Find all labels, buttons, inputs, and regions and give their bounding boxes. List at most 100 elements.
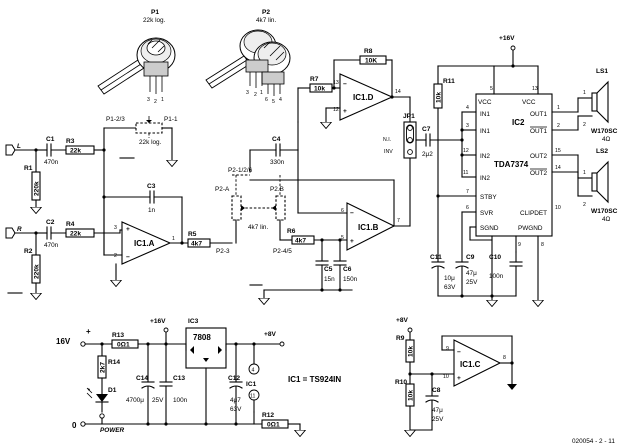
r3-ref: R3 <box>66 138 75 145</box>
opamp-ic1b: IC1.B − + 6 5 7 <box>341 202 400 251</box>
c8-voltage: 25V <box>432 416 444 423</box>
p2-pin-2: 2 <box>254 92 257 98</box>
ic1-power-pins: 4 IC1 11 <box>246 363 260 401</box>
capacitor-c14: C14 4700μ 25V <box>126 375 164 404</box>
p1-balance-section: P1-2/3 P1-1 22k log. <box>103 116 178 167</box>
capacitor-c13: C13 100n <box>159 375 188 404</box>
ic2-pin-out2a-name: OUT2 <box>530 153 547 160</box>
r1-ref: R1 <box>24 165 33 172</box>
jp1-ref: JP1 <box>403 113 415 120</box>
ls2-pin-1: 1 <box>583 170 586 176</box>
ic1d-ref: IC1.D <box>353 93 374 102</box>
r2-ref: R2 <box>24 248 33 255</box>
c9-voltage: 25V <box>466 279 478 286</box>
r5-ref: R5 <box>188 231 197 238</box>
r10-value: 10k <box>408 390 415 401</box>
r4-ref: R4 <box>66 221 75 228</box>
c7-ref: C7 <box>422 126 431 133</box>
r6-ref: R6 <box>287 228 296 235</box>
resistor-r11: 10k R11 <box>433 78 455 109</box>
ic2-pin-stby-name: STBY <box>480 194 497 201</box>
c12-ref: C12 <box>228 375 240 382</box>
p2-pin-4: 4 <box>279 97 282 103</box>
potentiometer-p1: P1 22k log. 3 2 1 <box>97 9 176 105</box>
resistor-r9: 10k R9 <box>396 335 415 363</box>
ic1-note: IC1 = TS924IN <box>288 375 341 384</box>
capacitor-c12: C12 4μ7 63V <box>228 375 243 413</box>
capacitor-c1: C1 470n <box>44 136 59 166</box>
c13-ref: C13 <box>173 375 185 382</box>
resistor-r2: 220k R2 <box>24 248 41 284</box>
svg-text:−: − <box>457 349 461 356</box>
ic2-pin-in2b-name: IN2 <box>480 175 490 182</box>
c1-value: 470n <box>44 159 59 166</box>
p1-section-a: P1-2/3 <box>106 116 125 123</box>
input-right-connector: R <box>5 226 37 239</box>
svg-text:+: + <box>350 238 354 245</box>
c6-value: 150n <box>343 276 358 283</box>
ls1-impedance: 4Ω <box>602 136 611 143</box>
c10-value: 100n <box>489 273 504 280</box>
capacitor-c4: C4 330n <box>270 136 285 166</box>
p2-section-b: P2-A <box>215 186 230 193</box>
p1-inline-value: 22k log. <box>139 139 162 146</box>
capacitor-c6: C6 150n <box>333 260 358 283</box>
ic1c-pin-minus: 9 <box>446 346 449 352</box>
ic2-pin-in2a-name: IN2 <box>480 153 490 160</box>
potentiometer-p2: P2 4k7 lin. 3 2 1 6 5 4 <box>205 9 291 105</box>
p2-pin-5: 5 <box>272 99 275 105</box>
ic2-pin-svr-name: SVR <box>480 210 494 217</box>
jp1-pos-a: N.I. <box>383 137 391 143</box>
ls2-impedance: 4Ω <box>602 216 611 223</box>
svg-text:+: + <box>343 108 347 115</box>
ic2-pin-stby-num: 7 <box>466 189 469 195</box>
ic1c-pin-plus: 10 <box>443 374 449 380</box>
ic1b-pin-minus: 6 <box>341 208 344 214</box>
c9-value: 47μ <box>466 270 477 277</box>
ic2-pin-clipdet-name: CLIPDET <box>520 210 547 217</box>
c9-ref: C9 <box>466 254 475 261</box>
capacitor-c8: C8 47μ 25V <box>425 387 444 423</box>
r11-value: 10k <box>436 92 443 103</box>
capacitor-c2: C2 470n <box>44 219 59 249</box>
supply-plus-label: + <box>86 327 91 336</box>
r3-value: 22k <box>70 148 81 155</box>
ic2-pin-out1a-name: OUT1 <box>530 111 547 118</box>
capacitor-c7: C7 2μ2 <box>422 126 433 158</box>
r2-value: 220k <box>34 264 41 279</box>
p2-section-c: P2.B <box>270 186 284 193</box>
r9-value: 10k <box>408 346 415 357</box>
p2-pin-6: 6 <box>265 97 268 103</box>
ic1c-supply-rail: +8V <box>396 317 409 324</box>
p2-inline-value: 4k7 lin. <box>248 224 268 231</box>
r6-value: 4k7 <box>295 238 306 245</box>
svg-text:+: + <box>126 226 130 233</box>
capacitor-c5: C5 15n <box>315 260 335 283</box>
capacitor-c9: C9 47μ 25V <box>455 254 478 286</box>
led-d1: D1 POWER <box>86 387 125 434</box>
ic1d-pin-plus: 12 <box>333 107 339 113</box>
c1-ref: C1 <box>46 136 55 143</box>
svg-text:−: − <box>126 254 130 261</box>
ic1d-pin-out: 14 <box>395 89 401 95</box>
r14-value: 2k7 <box>100 362 107 373</box>
ic2-pin-in1a-num: 4 <box>466 105 469 111</box>
ic2-tda7374: IC2 TDA7374 VCC VCC 5 13 IN1 IN1 IN2 IN2… <box>463 86 561 248</box>
c7-value: 2μ2 <box>422 151 433 158</box>
ic2-pin-out2b-name: OUT2 <box>530 170 547 177</box>
ic2-pin-in2b-num: 11 <box>463 170 468 176</box>
p2-pin-1: 1 <box>260 90 263 96</box>
r10-ref: R10 <box>395 379 407 386</box>
c4-ref: C4 <box>272 136 281 143</box>
c11-voltage: 63V <box>444 284 456 291</box>
svg-text:−: − <box>343 81 347 88</box>
ic2-pin-svr-num: 6 <box>466 205 469 211</box>
ic2-supply-rail: +16V <box>499 35 515 42</box>
ic2-pin-in1a-name: IN1 <box>480 111 490 118</box>
ls2-model: W170SC <box>591 208 618 215</box>
ic2-pin-in1b-num: 3 <box>466 123 469 129</box>
resistor-r1: 220k R1 <box>24 165 41 201</box>
ic1a-ref: IC1.A <box>134 239 155 248</box>
supply-zero-label: 0 <box>72 421 77 430</box>
